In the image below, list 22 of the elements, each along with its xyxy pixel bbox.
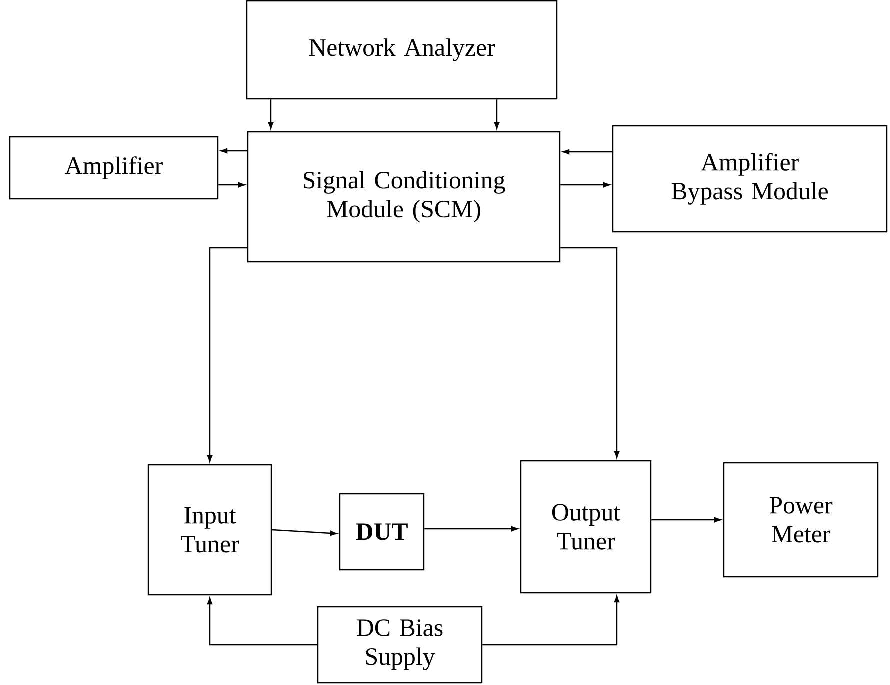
arrow <box>220 148 248 154</box>
arrow <box>207 598 318 646</box>
block-box: DC Bias Supply <box>317 606 483 684</box>
arrow <box>424 526 518 532</box>
arrow <box>560 247 620 458</box>
arrow <box>272 529 338 536</box>
arrow <box>482 596 620 646</box>
arrow <box>494 100 500 130</box>
block-box: DUT <box>339 493 425 571</box>
block-box: Signal Conditioning Module (SCM) <box>247 131 561 263</box>
block-box: Amplifier Bypass Module <box>612 125 888 233</box>
block-box: Output Tuner <box>520 460 652 594</box>
arrow <box>560 182 610 188</box>
block-box: Amplifier <box>9 136 219 200</box>
block-box: Network Analyzer <box>246 0 558 100</box>
arrow <box>218 182 246 188</box>
block-box: Input Tuner <box>148 464 272 596</box>
arrow <box>268 100 274 130</box>
block-box: Power Meter <box>723 462 879 578</box>
arrow <box>652 517 722 523</box>
arrow <box>562 149 612 155</box>
arrow <box>207 247 248 462</box>
